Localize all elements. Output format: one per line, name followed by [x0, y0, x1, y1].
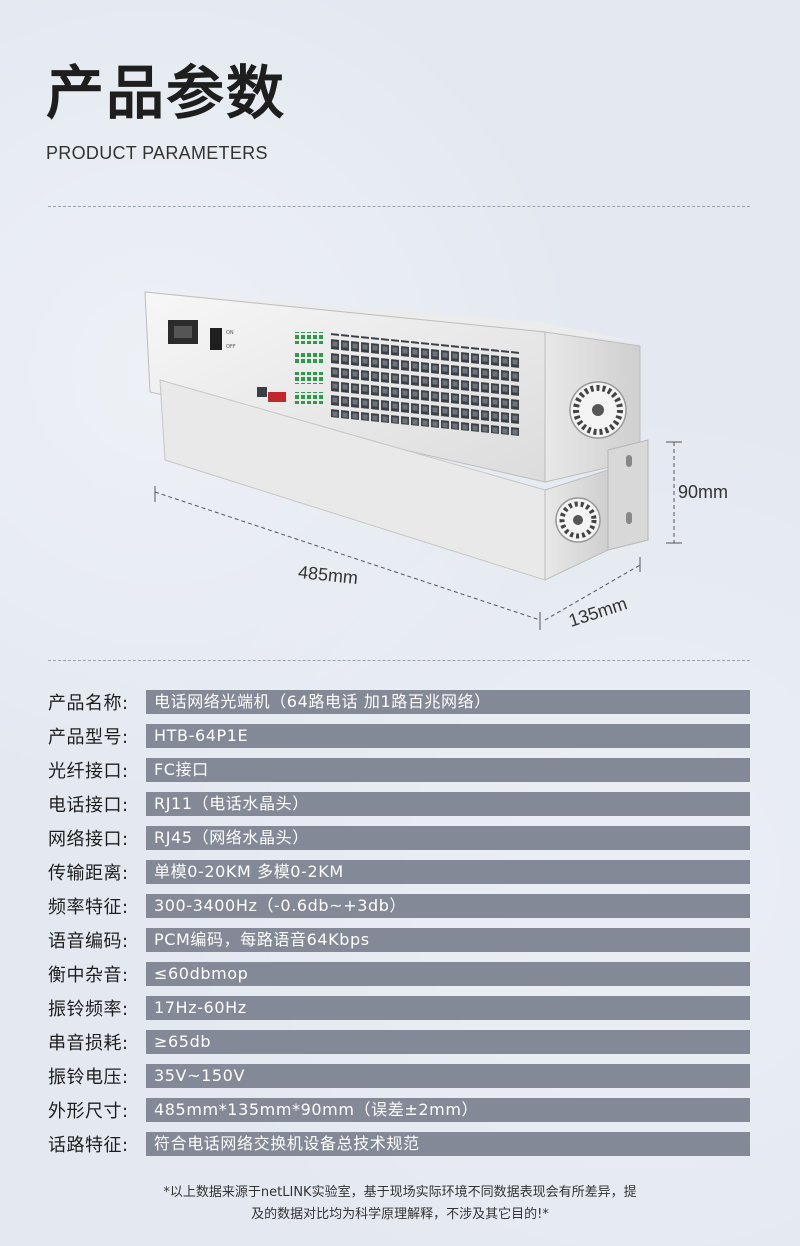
rj11-port-grid	[330, 333, 520, 437]
spec-row-noise: 衡中杂音: ≤60dbmop	[48, 962, 750, 986]
spec-row-distance: 传输距离: 单模0-20KM 多模0-2KM	[48, 860, 750, 884]
page-title: 产品参数	[46, 59, 287, 127]
spec-row-network-interface: 网络接口: RJ45（网络水晶头）	[48, 826, 750, 850]
spec-label: 话路特征:	[48, 1135, 129, 1156]
switch-off-label: OFF	[226, 344, 236, 350]
spec-label: 串音损耗:	[48, 1033, 129, 1054]
spec-label: 衡中杂音:	[48, 965, 129, 986]
spec-value: 单模0-20KM 多模0-2KM	[146, 860, 750, 884]
spec-label: 频率特征:	[48, 897, 129, 918]
fc-fiber-port	[268, 392, 286, 402]
spec-label: 振铃电压:	[48, 1067, 129, 1088]
page-subtitle: PRODUCT PARAMETERS	[46, 143, 268, 163]
spec-label: 网络接口:	[48, 829, 129, 850]
spec-row-phone-interface: 电话接口: RJ11（电话水晶头）	[48, 792, 750, 816]
optical-transceiver-illustration: ON OFF	[144, 291, 682, 630]
upper-fan-icon	[569, 381, 627, 439]
spec-value: ≥65db	[146, 1030, 750, 1054]
top-divider	[48, 206, 750, 207]
height-dimension-label: 90mm	[678, 482, 729, 502]
spec-row-model: 产品型号: HTB-64P1E	[48, 724, 750, 748]
spec-value: 符合电话网络交换机设备总技术规范	[146, 1132, 750, 1156]
spec-row-frequency: 频率特征: 300-3400Hz（-0.6db~+3db）	[48, 894, 750, 918]
middle-divider	[48, 660, 750, 661]
spec-value: PCM编码，每路语音64Kbps	[146, 928, 750, 952]
spec-row-voice-coding: 语音编码: PCM编码，每路语音64Kbps	[48, 928, 750, 952]
spec-value: FC接口	[146, 758, 750, 782]
rack-mount-ear	[607, 439, 649, 551]
spec-label: 语音编码:	[48, 931, 129, 952]
footnote-line-2: 及的数据对比均为科学原理解释，不涉及其它目的!*	[251, 1207, 549, 1222]
spec-value: 电话网络光端机（64路电话 加1路百兆网络）	[146, 690, 750, 714]
spec-label: 传输距离:	[48, 863, 129, 884]
spec-value: 485mm*135mm*90mm（误差±2mm）	[146, 1098, 750, 1122]
dimension-lines	[154, 441, 682, 630]
spec-row-fiber-interface: 光纤接口: FC接口	[48, 758, 750, 782]
spec-value: HTB-64P1E	[146, 724, 750, 748]
power-switch	[210, 328, 222, 350]
spec-row-crosstalk: 串音损耗: ≥65db	[48, 1030, 750, 1054]
switch-on-label: ON	[226, 330, 234, 336]
spec-row-product-name: 产品名称: 电话网络光端机（64路电话 加1路百兆网络）	[48, 690, 750, 714]
rj45-port	[257, 387, 267, 397]
spec-label: 外形尺寸:	[48, 1101, 129, 1122]
spec-row-ring-voltage: 振铃电压: 35V~150V	[48, 1064, 750, 1088]
spec-label: 光纤接口:	[48, 761, 129, 782]
disclaimer-footnote: *以上数据来源于netLINK实验室，基于现场实际环境不同数据表现会有所差异，提…	[60, 1182, 740, 1226]
spec-label: 产品名称:	[48, 693, 129, 714]
spec-value: RJ45（网络水晶头）	[146, 826, 750, 850]
spec-row-dimensions: 外形尺寸: 485mm*135mm*90mm（误差±2mm）	[48, 1098, 750, 1122]
spec-value: RJ11（电话水晶头）	[146, 792, 750, 816]
spec-label: 振铃频率:	[48, 999, 129, 1020]
spec-table: 产品名称: 电话网络光端机（64路电话 加1路百兆网络） 产品型号: HTB-6…	[48, 690, 750, 1166]
spec-value: 35V~150V	[146, 1064, 750, 1088]
spec-label: 电话接口:	[48, 795, 129, 816]
spec-value: 17Hz-60Hz	[146, 996, 750, 1020]
green-terminal-blocks	[295, 332, 325, 404]
footnote-line-1: *以上数据来源于netLINK实验室，基于现场实际环境不同数据表现会有所差异，提	[163, 1185, 637, 1200]
product-image: ON OFF	[0, 220, 800, 650]
lower-fan-icon	[555, 497, 601, 543]
spec-row-line-features: 话路特征: 符合电话网络交换机设备总技术规范	[48, 1132, 750, 1156]
spec-value: 300-3400Hz（-0.6db~+3db）	[146, 894, 750, 918]
spec-value: ≤60dbmop	[146, 962, 750, 986]
spec-label: 产品型号:	[48, 727, 129, 748]
spec-row-ring-frequency: 振铃频率: 17Hz-60Hz	[48, 996, 750, 1020]
